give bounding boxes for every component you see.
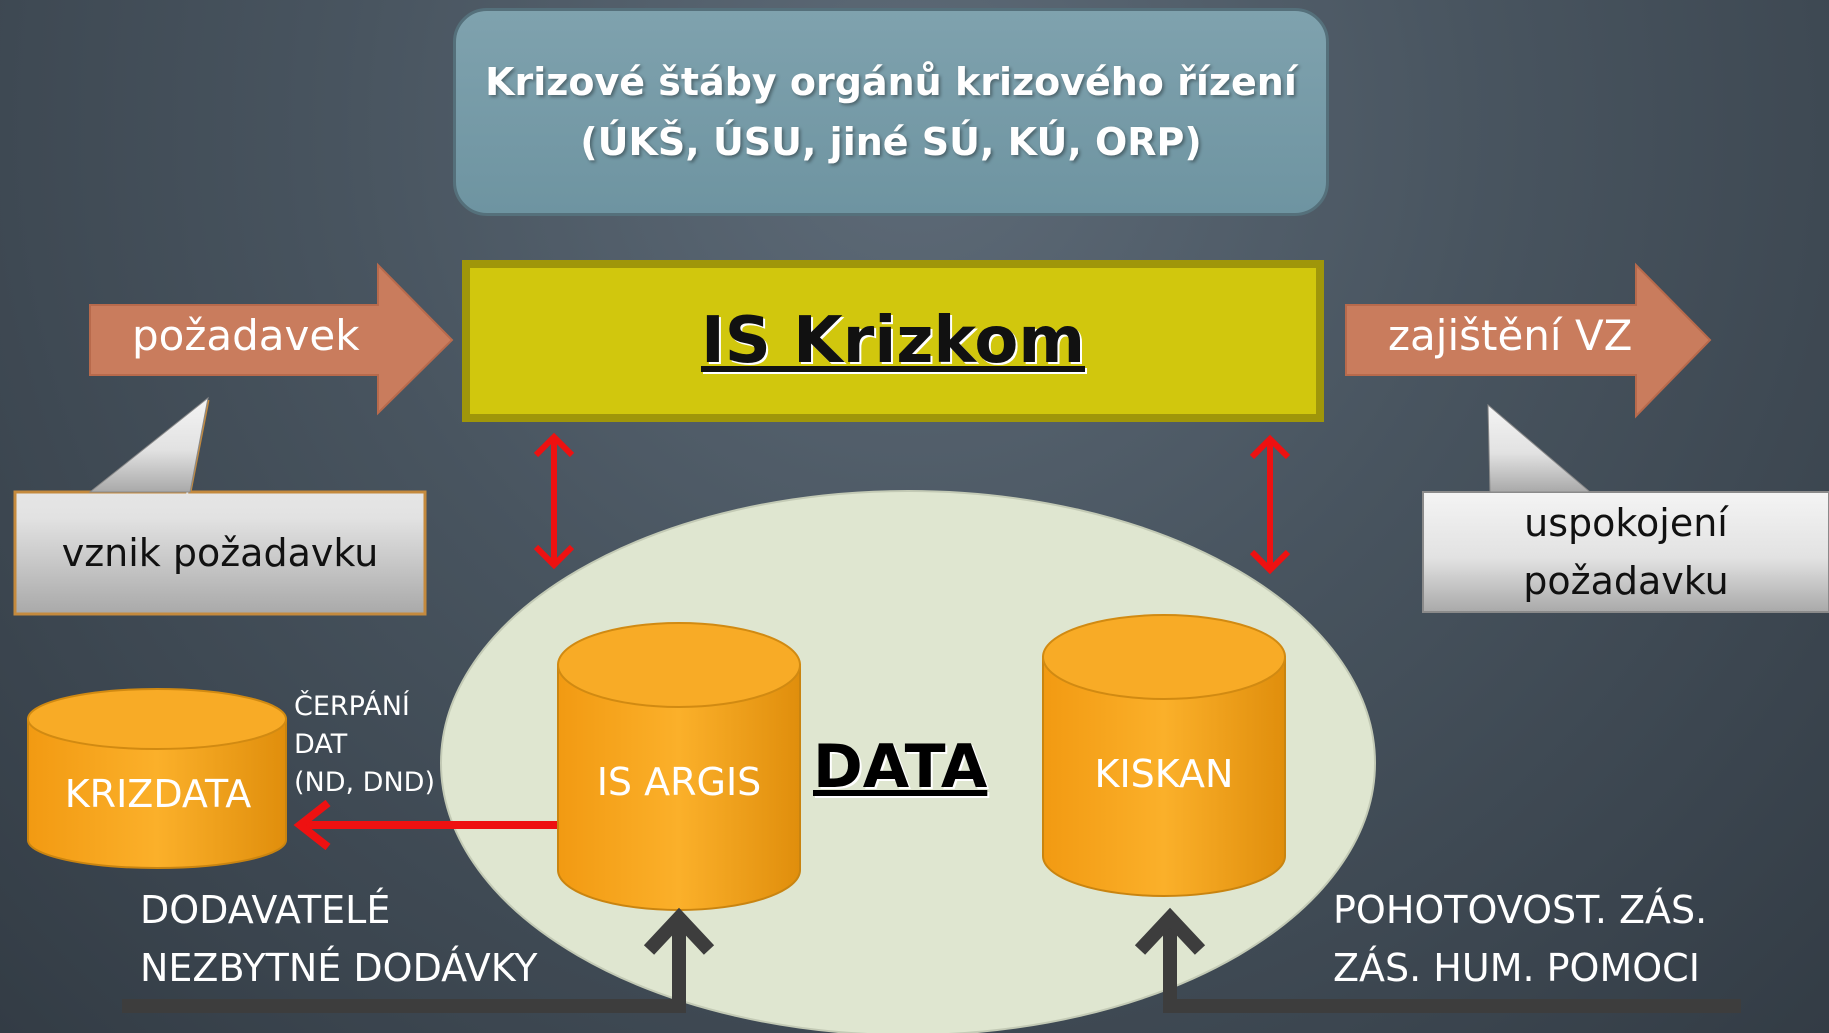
data-label: DATA (813, 732, 988, 802)
callout-right-shape (1422, 491, 1829, 613)
red-double-arrow-right (1249, 434, 1291, 575)
extraction-line1: ČERPÁNÍ (294, 691, 410, 722)
reserves-line2: ZÁS. HUM. POMOCI (1333, 946, 1700, 990)
reserves-text: POHOTOVOST. ZÁS. ZÁS. HUM. POMOCI (1333, 881, 1707, 997)
is-krizkom-title: IS Krizkom (700, 304, 1086, 378)
db-kiskan-cylinder (1042, 614, 1286, 897)
extraction-line2: DAT (294, 729, 348, 760)
extraction-arrow (293, 799, 604, 851)
db-krizdata-cylinder (27, 688, 287, 869)
suppliers-line1: DODAVATELÉ (140, 888, 391, 932)
callout-left-tail (88, 396, 209, 493)
crisis-staff-title: Krizové štáby orgánů krizového řízení (485, 60, 1297, 104)
reserves-line1: POHOTOVOST. ZÁS. (1333, 888, 1708, 932)
callout-fulfilment-line2: požadavku (1523, 559, 1729, 603)
db-kiskan-label: KISKAN (1094, 752, 1234, 796)
db-krizdata-label: KRIZDATA (64, 772, 252, 816)
red-double-arrow-left (533, 432, 575, 570)
supplier-arrow (122, 907, 715, 1013)
is-krizkom-box: IS Krizkom (462, 260, 1324, 422)
suppliers-text: DODAVATELÉ NEZBYTNÉ DODÁVKY (140, 881, 538, 997)
crisis-staff-subtitle: (ÚKŠ, ÚSU, jiné SÚ, KÚ, ORP) (580, 120, 1202, 164)
supply-arrow-label: zajištění VZ (1388, 311, 1633, 360)
callout-fulfilment-line1: uspokojení (1524, 501, 1728, 545)
db-argis-label: IS ARGIS (596, 760, 762, 804)
callout-right-tail (1487, 403, 1592, 493)
callout-request-fulfilment: uspokojení požadavku (1423, 492, 1829, 612)
callout-request-origin-text: vznik požadavku (61, 531, 379, 575)
db-argis-cylinder (557, 622, 801, 911)
request-arrow-label: požadavek (132, 311, 360, 360)
reserve-arrow (1134, 907, 1741, 1013)
extraction-line3: (ND, DND) (294, 767, 435, 798)
request-arrow-shape (89, 262, 454, 416)
data-extraction-note: ČERPÁNÍ DAT (ND, DND) (294, 688, 435, 802)
crisis-staff-box: Krizové štáby orgánů krizového řízení (Ú… (453, 8, 1329, 216)
supply-arrow-shape (1345, 262, 1712, 419)
suppliers-line2: NEZBYTNÉ DODÁVKY (140, 946, 538, 990)
callout-request-origin: vznik požadavku (15, 492, 425, 614)
